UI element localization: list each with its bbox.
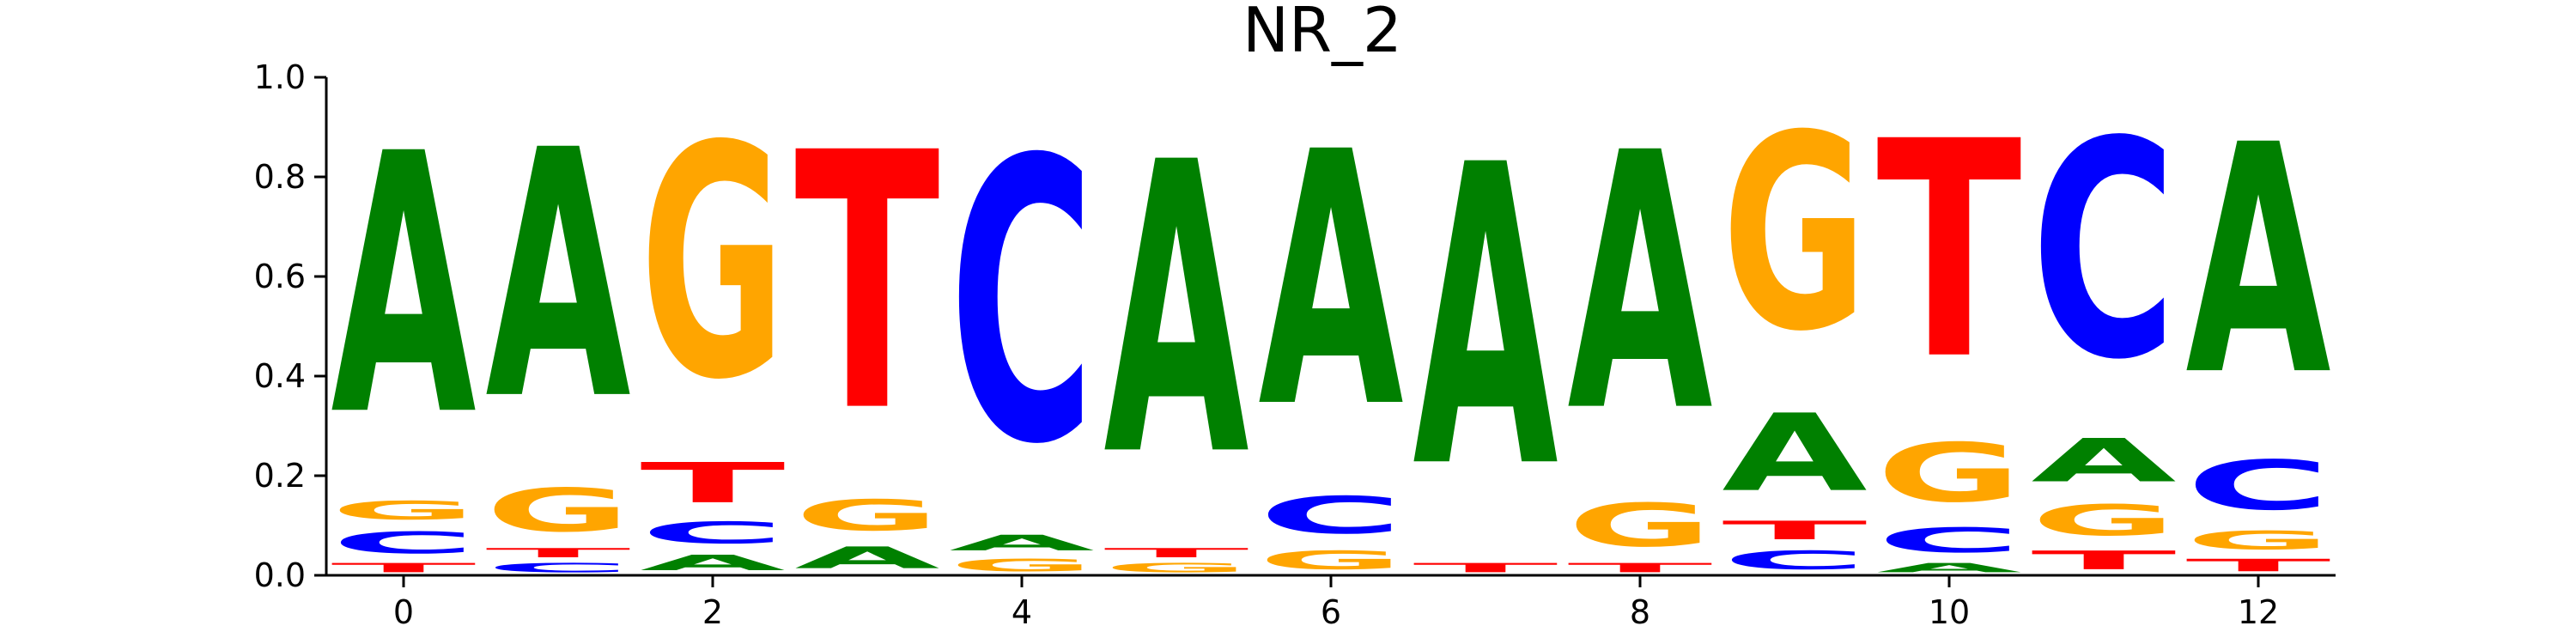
letter-A-pos-12: A — [2185, 79, 2332, 445]
letter-A-pos-7: A — [1413, 79, 1559, 560]
letter-G-pos-11: G — [2031, 496, 2176, 546]
letter-G-pos-9: G — [1722, 78, 1867, 391]
letter-T-pos-7: T — [1413, 561, 1558, 575]
chart-title: NR_2 — [1242, 0, 1402, 66]
letter-C-pos-10: C — [1876, 520, 2021, 560]
x-tick-label: 10 — [1929, 593, 1970, 631]
letter-G-pos-3: G — [794, 491, 939, 541]
letter-C-pos-4: C — [949, 78, 1094, 529]
letter-G-pos-12: G — [2185, 526, 2330, 556]
letter-A-pos-6: A — [1258, 78, 1405, 484]
letter-G-pos-6: G — [1258, 545, 1403, 575]
letter-T-pos-11: T — [2031, 545, 2176, 575]
letter-A-pos-5: A — [1103, 78, 1250, 544]
y-tick-label: 1.0 — [254, 58, 306, 96]
letter-G-pos-2: G — [640, 78, 785, 450]
letter-A-pos-4: A — [949, 531, 1094, 556]
y-tick-label: 0.6 — [254, 258, 306, 295]
letter-A-pos-0: A — [331, 79, 477, 495]
letter-T-pos-12: T — [2185, 556, 2330, 575]
y-tick-label: 0.8 — [254, 158, 306, 196]
letter-G-pos-8: G — [1567, 491, 1712, 561]
letter-stacks: TCGACTGAACTGAGTGACGTAGCATATGACTAGACGTTGA… — [331, 77, 2332, 575]
x-tick-label: 6 — [1321, 593, 1341, 631]
x-tick-label: 4 — [1012, 593, 1032, 631]
letter-C-pos-11: C — [2031, 79, 2176, 425]
letter-A-pos-3: A — [794, 541, 939, 575]
letter-A-pos-1: A — [485, 78, 632, 475]
y-tick-label: 0.4 — [254, 357, 306, 395]
x-tick-label: 2 — [702, 593, 723, 631]
letter-C-pos-12: C — [2185, 446, 2330, 525]
letter-C-pos-2: C — [640, 515, 785, 550]
letter-T-pos-8: T — [1567, 561, 1712, 575]
letter-A-pos-2: A — [640, 550, 785, 575]
axes: 0.0 0.2 0.4 0.6 0.8 1.0 0 2 4 6 8 10 12 — [254, 58, 2336, 631]
letter-T-pos-3: T — [794, 79, 941, 489]
letter-T-pos-2: T — [640, 451, 785, 515]
letter-C-pos-1: C — [485, 561, 630, 575]
letter-T-pos-5: T — [1103, 545, 1249, 560]
letter-C-pos-6: C — [1258, 486, 1403, 545]
letter-T-pos-9: T — [1722, 515, 1867, 545]
letter-T-pos-1: T — [485, 545, 630, 560]
letter-G-pos-1: G — [485, 476, 630, 545]
letter-G-pos-10: G — [1876, 426, 2021, 520]
letter-C-pos-0: C — [331, 526, 476, 560]
letter-C-pos-9: C — [1722, 545, 1867, 575]
y-tick-label: 0.2 — [254, 457, 306, 495]
letter-A-pos-8: A — [1567, 77, 1714, 489]
x-tick-label: 8 — [1630, 593, 1650, 631]
x-tick-label: 12 — [2238, 593, 2279, 631]
letter-A-pos-10: A — [1876, 561, 2021, 575]
letter-T-pos-0: T — [331, 561, 476, 575]
letter-A-pos-9: A — [1722, 392, 1867, 515]
letter-G-pos-0: G — [331, 495, 476, 526]
letter-G-pos-5: G — [1103, 561, 1249, 575]
letter-T-pos-10: T — [1876, 79, 2023, 426]
x-tick-label: 0 — [393, 593, 414, 631]
letter-A-pos-11: A — [2031, 426, 2176, 495]
y-tick-label: 0.0 — [254, 556, 306, 594]
letter-G-pos-4: G — [949, 556, 1094, 575]
